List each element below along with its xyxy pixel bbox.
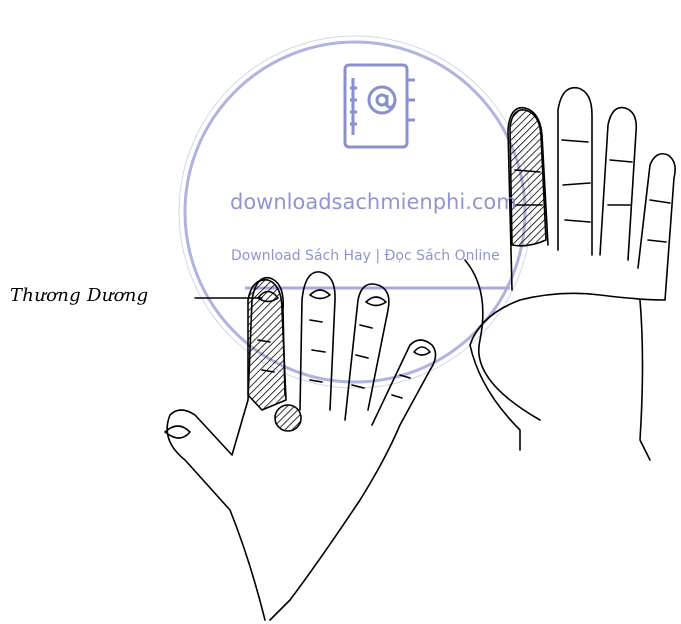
acupoint-marker <box>275 405 301 431</box>
address-book-icon <box>345 65 415 147</box>
watermark-tagline: Download Sách Hay | Đọc Sách Online <box>231 248 531 264</box>
acupoint-label: Thương Dương <box>10 285 148 306</box>
watermark-site: downloadsachmienphi.com <box>230 190 540 214</box>
right-hand <box>465 88 675 460</box>
left-hand <box>165 272 436 620</box>
